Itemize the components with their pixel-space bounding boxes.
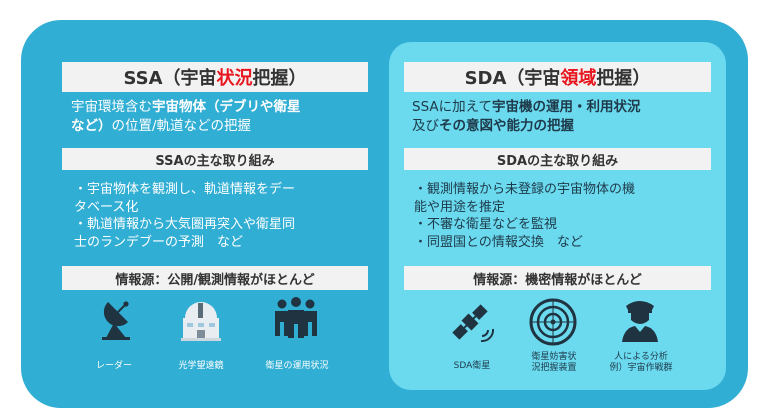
icon-caption: 光学望遠鏡 [178,361,224,371]
sda-desc-bold: 宇宙機の運用・利用状況 [491,99,641,115]
list-item: 士のランデブーの予測 など [74,234,244,250]
ssa-title-highlight: 状況 [216,68,253,89]
satellite-icon [452,304,495,343]
sda-source: 情報源：機密情報がほとんど [404,266,711,290]
ssa-source: 情報源：公開/観測情報がほとんど [62,266,368,290]
sda-title-post: 把握） [596,68,651,89]
people-group-icon [275,297,317,338]
ssa-title-post: 把握） [252,68,307,89]
sda-title: SDA（宇宙領域把握） [404,62,711,92]
icon-caption: 衛星の運用状況 [265,361,329,371]
ssa-desc-bold: 宇宙物体（デブリや衛星 [152,99,301,115]
radar-dish-icon [102,301,130,340]
ssa-title: SSA（宇宙状況把握） [62,62,368,92]
radar-target-icon [529,298,577,346]
list-item: タベース化 [74,199,139,215]
list-item: ・同盟国との情報交換 など [414,234,583,250]
sda-title-pre: SDA（宇宙 [464,68,561,89]
list-item: 能や用途を推定 [414,199,506,215]
sda-title-highlight: 領域 [560,68,597,89]
ssa-desc-part: の位置/軌道などの把握 [111,118,252,134]
ssa-activities: ・宇宙物体を観測し、軌道情報をデー タベース化 ・軌道情報から大気圏再突入や衛星… [74,181,366,251]
ssa-subheader: SSAの主な取り組み [62,148,368,170]
icon-caption: 人による分析 例）宇宙作戦群 [609,352,673,373]
ssa-title-pre: SSA（宇宙 [123,68,217,89]
ssa-description: 宇宙環境含む宇宙物体（デブリや衛星 など）の位置/軌道などの把握 [71,98,371,136]
ssa-desc-part: 宇宙環境含む [71,99,152,115]
list-item: ・観測情報から未登録の宇宙物体の機 [414,182,636,197]
sda-desc-bold: その意図や能力の把握 [439,118,574,134]
list-item: ・軌道情報から大気圏再突入や衛星同 [74,217,296,232]
list-item: ・不審な衛星などを監視 [414,217,558,232]
officer-icon [622,301,658,342]
sda-description: SSAに加えて宇宙機の運用・利用状況 及びその意図や能力の把握 [412,98,717,136]
ssa-desc-bold: など） [71,118,112,134]
icon-caption: SDA衛星 [453,361,491,371]
sda-panel [389,42,726,390]
observatory-icon [181,302,221,341]
sda-activities: ・観測情報から未登録の宇宙物体の機 能や用途を推定 ・不審な衛星などを監視 ・同… [414,181,714,251]
list-item: ・宇宙物体を観測し、軌道情報をデー [74,182,296,197]
icon-caption: 衛星妨害状 況把握装置 [531,352,577,373]
sda-desc-part: 及び [412,118,439,134]
icon-caption: レーダー [95,361,132,371]
sda-desc-part: SSAに加えて [412,99,492,115]
sda-subheader: SDAの主な取り組み [404,148,711,170]
